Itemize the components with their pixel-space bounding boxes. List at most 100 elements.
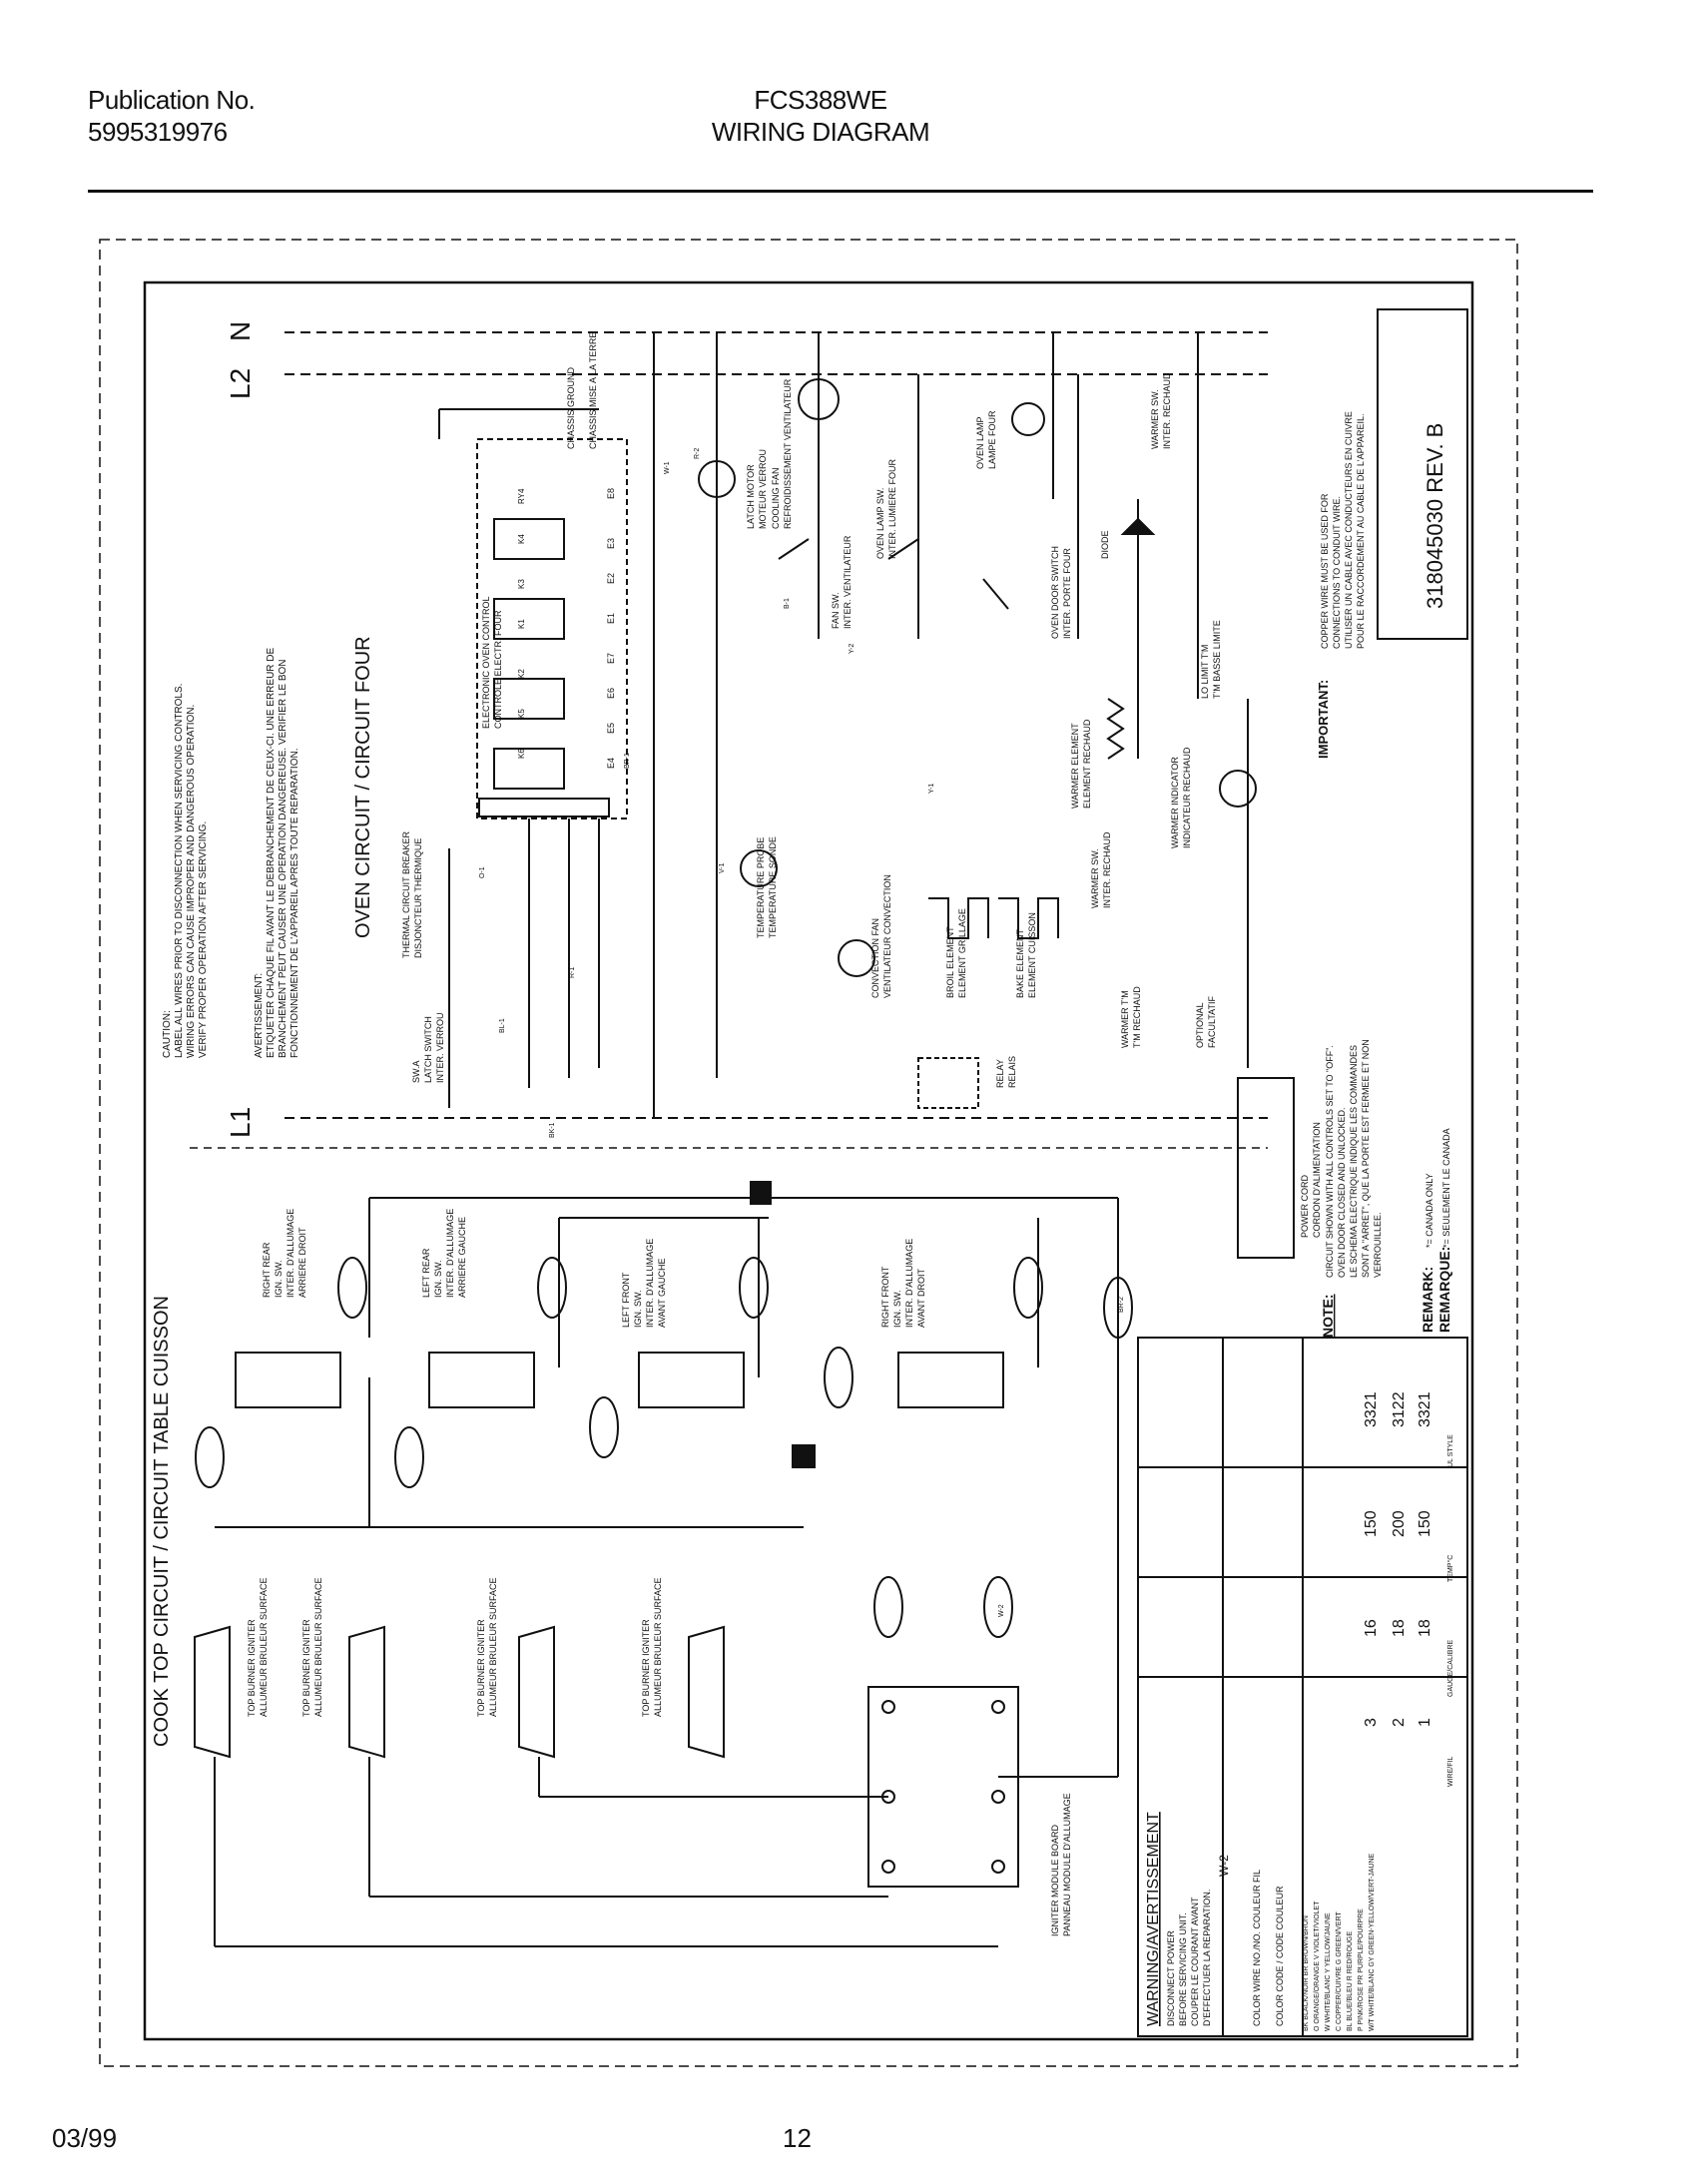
- page-title: WIRING DIAGRAM: [711, 117, 930, 147]
- important-line-2: UTILISER UN CABLE AVEC CONDUCTEURS EN CU…: [1344, 411, 1354, 649]
- model-number: FCS388WE: [754, 85, 887, 115]
- wire-table-header-0: WIRE/FIL: [1447, 1757, 1454, 1787]
- title-block: FCS388WE WIRING DIAGRAM: [691, 84, 950, 148]
- label-breaker-1: DISJONCTEUR THERMIQUE: [413, 838, 423, 958]
- eoc-relay-k1: K1: [517, 619, 526, 629]
- label-rf-0: RIGHT FRONT: [880, 1266, 890, 1328]
- label-module-0: IGNITER MODULE BOARD: [1050, 1824, 1060, 1936]
- note-line-0: CIRCUIT SHOWN WITH ALL CONTROLS SET TO "…: [1325, 1045, 1335, 1278]
- label-rr-1: IGN. SW.: [274, 1260, 284, 1298]
- oven-section-title: OVEN CIRCUIT / CIRCUIT FOUR: [352, 636, 374, 938]
- color-code-row-3: C COPPER/CUIVRE G GREEN/VERT: [1336, 1911, 1343, 2031]
- wire-label-y1: Y-1: [928, 784, 935, 794]
- label-indicator-0: WARMER INDICATOR: [1170, 757, 1180, 848]
- oven-lamp: [1011, 402, 1045, 436]
- label-door-sw-1: INTER. PORTE FOUR: [1062, 548, 1072, 639]
- eoc-relay-k6: K6: [517, 749, 526, 759]
- warning-line-1: BEFORE SERVICING UNIT.: [1178, 1912, 1188, 2026]
- igniter-1: [194, 1625, 231, 1759]
- eoc-relay-k4: K4: [517, 534, 526, 544]
- temp-probe: [740, 849, 778, 887]
- label-lamp-sw-0: OVEN LAMP SW.: [875, 488, 885, 559]
- latch-motor: [698, 460, 736, 498]
- switch-left-rear: [428, 1352, 535, 1408]
- label-warmer-tm-0: WARMER T'M: [1120, 990, 1130, 1048]
- wire-table-header-2: TEMP°C: [1446, 1555, 1454, 1582]
- avert-line-2: BRANCHEMENT PEUT CAUSER UNE OPERATION DA…: [278, 659, 288, 1058]
- note-line-2: LE SCHEMA ELECTRIQUE INDIQUE LES COMMAND…: [1349, 1045, 1359, 1278]
- label-warmer-sw-top-1: INTER. RECHAUD: [1162, 372, 1172, 449]
- rail-n: N: [225, 321, 256, 341]
- bake-element: [998, 897, 1059, 939]
- label-fan-sw-0: FAN SW.: [831, 592, 841, 629]
- label-oven-lamp-0: OVEN LAMP: [975, 416, 985, 469]
- eoc-terminal-e5: E5: [606, 723, 616, 734]
- label-lr-1: IGN. SW.: [433, 1260, 443, 1298]
- wire-label-b1: B-1: [784, 598, 791, 609]
- eoc-terminal-e8: E8: [606, 488, 616, 499]
- label-igniter-d-0: TOP BURNER IGNITER: [641, 1619, 651, 1717]
- label-conv-fan-0: CONVECTION FAN: [870, 918, 880, 998]
- label-latch-motor-0: LATCH MOTOR: [746, 464, 756, 529]
- label-eoc-1: CONTROLE ELECTR. FOUR: [493, 610, 503, 729]
- wire-table-style-1: 3122: [1391, 1391, 1408, 1427]
- note-line-4: VERROUILLEE.: [1373, 1212, 1383, 1278]
- eoc-terminal-e7: E7: [606, 653, 616, 664]
- label-warmer-el-1: ELEMENT RECHAUD: [1082, 719, 1092, 809]
- color-code-row-0: BK BLACK/NOIR BR BROWN/BRUN: [1303, 1915, 1310, 2031]
- eoc-relay-k5: K5: [517, 709, 526, 719]
- label-optional-0: OPTIONAL: [1195, 1002, 1205, 1048]
- relay: [917, 1057, 979, 1109]
- wire-table-header-1: GAUGE/CALIBRE: [1447, 1639, 1454, 1697]
- wire-example: W-2: [1217, 1855, 1231, 1877]
- wire-table-style-2: 3321: [1417, 1391, 1433, 1427]
- label-rf-3: AVANT DROIT: [916, 1268, 926, 1328]
- wire-label-bk1: BK-1: [549, 1122, 556, 1138]
- caution-line-0: CAUTION:: [162, 1010, 173, 1058]
- eoc-terminal-e3: E3: [606, 538, 616, 549]
- wire-label-br1: BR-1: [624, 753, 631, 769]
- label-fan-sw-1: INTER. VENTILATEUR: [843, 535, 853, 629]
- igniter-3: [518, 1625, 555, 1759]
- footer-date: 03/99: [52, 2123, 118, 2153]
- eoc-terminal-e2: E2: [606, 573, 616, 584]
- wire-table-style-0: 3321: [1363, 1391, 1380, 1427]
- caution-line-2: WIRING ERRORS CAN CAUSE IMPROPER AND DAN…: [186, 705, 197, 1058]
- color-code-row-2: W WHITE/BLANC Y YELLOW/JAUNE: [1325, 1912, 1332, 2031]
- eoc-block: [476, 438, 628, 819]
- wire-label-br2: BR-2: [1118, 1297, 1125, 1313]
- label-relay-0: RELAY: [995, 1059, 1005, 1088]
- warning-title: WARNING/AVERTISSEMENT: [1145, 1812, 1162, 2026]
- switch-right-rear: [235, 1352, 341, 1408]
- part-number-box: [1377, 308, 1468, 640]
- label-power-cord-0: POWER CORD: [1300, 1174, 1310, 1238]
- important-line-1: CONNECTIONS TO CONDUIT WIRE.: [1332, 496, 1342, 649]
- header-rule: [88, 190, 1593, 193]
- power-cord-box: [1237, 1077, 1295, 1259]
- label-latch-sw-2: INTER. VERROU: [435, 1012, 445, 1083]
- label-warmer-tm-1: T'M RECHAUD: [1132, 986, 1142, 1048]
- label-conv-fan-1: VENTILATEUR CONVECTION: [882, 874, 892, 998]
- label-igniter-a-1: ALLUMEUR BRULEUR SURFACE: [259, 1577, 269, 1717]
- wire-label-w1: W-1: [664, 461, 671, 474]
- label-rr-3: ARRIERE DROIT: [297, 1227, 307, 1298]
- label-bake-0: BAKE ELEMENT: [1015, 928, 1025, 998]
- warmer-element: [1106, 698, 1125, 760]
- wire-table-gauge-0: 16: [1363, 1619, 1380, 1637]
- page-number: 12: [783, 2123, 812, 2153]
- color-code-row-6: W/T WHITE/BLANC GY GREEN-YELLOW/VERT-JAU…: [1369, 1853, 1376, 2031]
- label-probe-1: TEMPERATURE SONDE: [768, 836, 778, 938]
- label-lamp-sw-1: INTER. LUMIERE FOUR: [887, 458, 897, 559]
- rail-l2: L2: [225, 368, 256, 399]
- label-rr-0: RIGHT REAR: [262, 1242, 272, 1298]
- wire-table-row-2: 1: [1417, 1718, 1433, 1727]
- wire-table-gauge-1: 18: [1391, 1619, 1408, 1637]
- wire-table-row-1: 2: [1391, 1718, 1408, 1727]
- warning-line-3: D'EFFECTUER LA REPARATION.: [1202, 1890, 1212, 2026]
- warning-line-2: COUPER LE COURANT AVANT: [1190, 1897, 1200, 2026]
- label-broil-1: ELEMENT GRILLAGE: [957, 908, 967, 998]
- avert-line-3: FONCTIONNEMENT DE L'APPAREIL APRES TOUTE…: [289, 749, 300, 1059]
- label-warmer-el-0: WARMER ELEMENT: [1070, 723, 1080, 809]
- wire-label-y2: Y-2: [849, 644, 855, 654]
